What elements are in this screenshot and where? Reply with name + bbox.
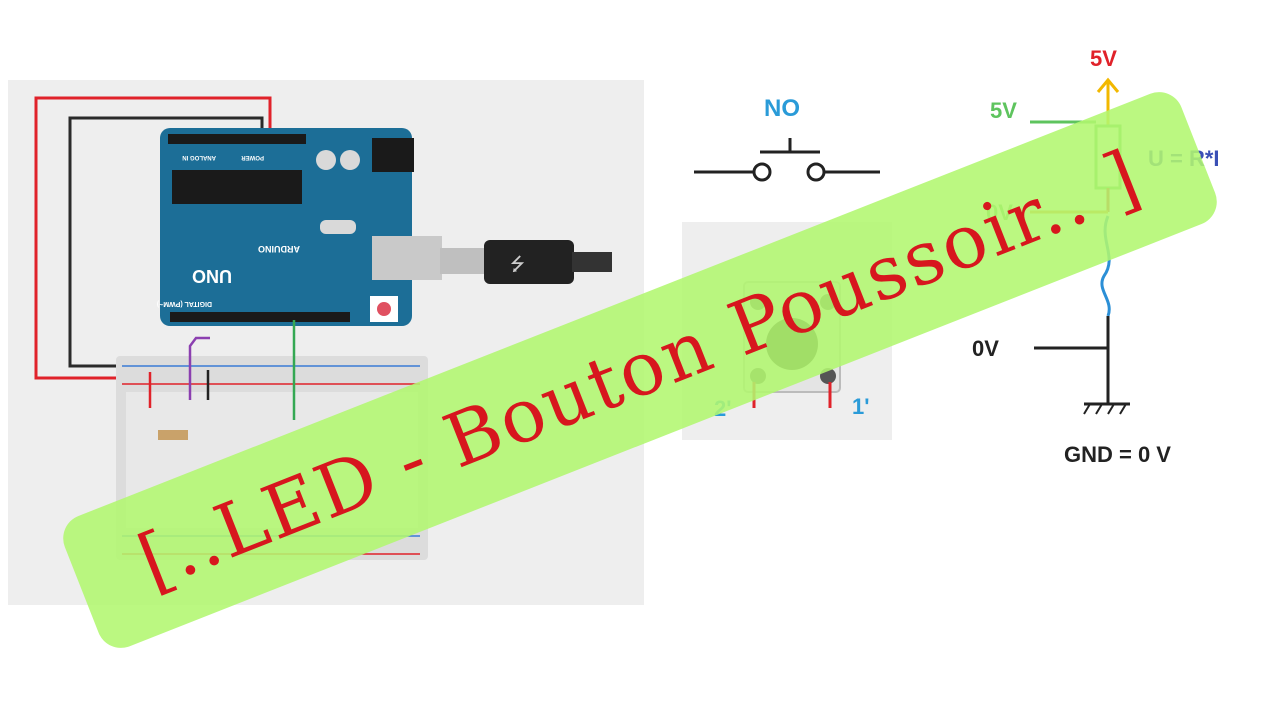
switch-left-contact xyxy=(752,162,772,182)
power-label: POWER xyxy=(241,154,264,160)
switch-no-label: NO xyxy=(764,95,800,122)
red-wire xyxy=(34,96,272,380)
ground-hatch-3 xyxy=(1107,403,1115,415)
purple-wire xyxy=(188,336,210,400)
header-digital xyxy=(170,312,350,322)
digital-label: DIGITAL (PWM~) xyxy=(157,300,212,307)
ground-hatch-2 xyxy=(1095,403,1103,415)
crystal xyxy=(320,220,356,234)
arduino-uno-board: UNO ARDUINO DIGITAL (PWM~) ANALOG IN POW… xyxy=(157,128,442,326)
zero-v-label: 0V xyxy=(972,336,999,361)
ground-hatch-4 xyxy=(1119,403,1127,415)
black-wire xyxy=(68,116,264,368)
usb-plug xyxy=(484,240,574,284)
resistor xyxy=(158,430,188,440)
power-jack xyxy=(372,138,414,172)
analog-label: ANALOG IN xyxy=(182,154,216,160)
capacitor-1 xyxy=(316,150,336,170)
pin-label-right: 1' xyxy=(852,394,869,419)
supply-arrow-head xyxy=(1096,77,1120,93)
usb-port xyxy=(372,236,442,280)
usb-icon: ⭍ xyxy=(510,254,525,274)
header-analog xyxy=(168,134,268,144)
top-5v-label: 5V xyxy=(1090,46,1117,71)
side-5v-label: 5V xyxy=(990,98,1017,123)
capacitor-2 xyxy=(340,150,360,170)
gnd-label: GND = 0 V xyxy=(1064,442,1171,467)
reset-button xyxy=(377,302,391,316)
usb-cable xyxy=(572,252,612,272)
switch-symbol: NO xyxy=(694,95,880,182)
arduino-brand-label: ARDUINO xyxy=(258,244,300,254)
switch-right-contact xyxy=(806,162,826,182)
ground-hatch-1 xyxy=(1083,403,1091,415)
microcontroller-chip xyxy=(172,170,302,204)
header-power xyxy=(236,134,306,144)
usb-plug-metal xyxy=(440,248,484,274)
uno-label: UNO xyxy=(192,266,232,286)
